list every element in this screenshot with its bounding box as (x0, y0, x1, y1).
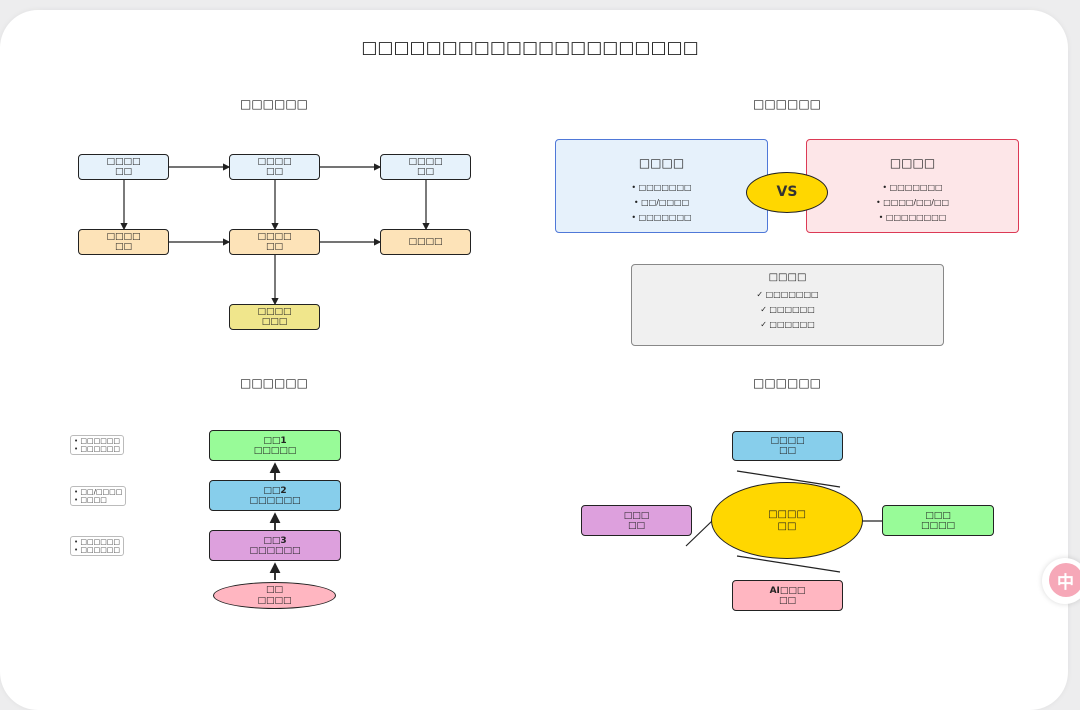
layer-note: • □□□□□□ • □□□□□□ (70, 435, 125, 455)
hub-node-bottom: AI□□□ □□ (732, 580, 843, 611)
connector-layer (120, 163, 883, 580)
hub-node-label: □□ (778, 446, 796, 456)
compare-left-item: • □□□□□□□ (631, 213, 692, 222)
layer-note-line: • □□□□□□ (74, 437, 121, 445)
compare-left-title: □□□□ (638, 156, 685, 170)
hub-connector (736, 555, 841, 573)
flow-node: □□□□ □□ (229, 154, 320, 180)
flow-node-label: □□□□ (408, 237, 443, 247)
layer-base: □□ □□□□ (213, 582, 336, 609)
layer-box: □□1 □□□□□ (209, 430, 341, 461)
diagram-card (0, 10, 1068, 710)
layer-note-line: • □□□□□□ (74, 538, 121, 546)
layer-note: • □□□□□□ • □□□□□□ (70, 536, 125, 556)
section-title-flow: □□□□□□ (239, 97, 309, 111)
translate-button[interactable]: 中 (1042, 558, 1080, 604)
flow-node: □□□□ □□ (78, 154, 169, 180)
hub-center-label: □□□□ (768, 508, 806, 520)
section-title-hub: □□□□□□ (752, 376, 822, 390)
flow-node-label: □□□□ (408, 157, 443, 167)
compare-right-item: • □□□□□□□□ (878, 213, 947, 222)
hub-node-left: □□□ □□ (581, 505, 692, 536)
flow-node: □□□□ □□□ (229, 304, 320, 330)
hub-connector (685, 520, 713, 547)
layer-base-label: □□□□ (257, 595, 292, 606)
flow-node-label: □□ (114, 167, 132, 177)
flow-node: □□□□ □□ (229, 229, 320, 255)
compare-summary-title: □□□□ (768, 272, 807, 283)
hub-node-label: □□□□ (770, 436, 805, 446)
section-title-layers: □□□□□□ (239, 376, 309, 390)
compare-summary-item: ✓ □□□□□□□ (756, 290, 819, 299)
compare-right-item: • □□□□□□□ (882, 183, 943, 192)
section-title-compare: □□□□□□ (752, 97, 822, 111)
layer-label: □□3 (263, 535, 287, 546)
page-title: □□□□□□□□□□□□□□□□□□□□□ (361, 38, 699, 58)
layer-label: □□□□□ (253, 445, 297, 456)
hub-node-label: □□□□ (920, 520, 955, 531)
hub-node-label: □□□ (623, 510, 650, 521)
layer-note-line: • □□□□ (74, 496, 107, 504)
layer-label: □□1 (263, 435, 287, 446)
flow-node-label: □□□□ (106, 157, 141, 167)
compare-summary-item: ✓ □□□□□□ (760, 320, 815, 329)
hub-node-right: □□□ □□□□ (882, 505, 994, 536)
layer-base-label: □□ (265, 584, 283, 595)
compare-left-panel: □□□□ • □□□□□□□ • □□/□□□□ • □□□□□□□ (555, 139, 768, 233)
hub-node-label: □□ (627, 520, 645, 531)
hub-center: □□□□ □□ (711, 482, 863, 559)
hub-node-label: □□□ (925, 510, 951, 521)
layer-box: □□3 □□□□□□ (209, 530, 341, 561)
compare-summary-panel: □□□□ ✓ □□□□□□□ ✓ □□□□□□ ✓ □□□□□□ (631, 264, 944, 346)
compare-left-item: • □□□□□□□ (631, 183, 692, 192)
compare-summary-item: ✓ □□□□□□ (760, 305, 815, 314)
layer-note-line: • □□/□□□□ (74, 488, 123, 496)
layer-note: • □□/□□□□ • □□□□ (70, 486, 127, 506)
flow-node-label: □□□□ (106, 232, 141, 242)
hub-connector (736, 470, 841, 488)
flow-node-label: □□□□ (257, 157, 292, 167)
compare-right-item: • □□□□/□□/□□ (875, 198, 950, 207)
flow-node: □□□□ □□ (78, 229, 169, 255)
hub-node-label: AI□□□ (769, 585, 806, 596)
flow-node-label: □□ (114, 242, 132, 252)
vs-badge: VS (746, 172, 828, 213)
compare-right-panel: □□□□ • □□□□□□□ • □□□□/□□/□□ • □□□□□□□□ (806, 139, 1019, 233)
flow-node-label: □□ (416, 167, 434, 177)
compare-left-item: • □□/□□□□ (633, 198, 690, 207)
hub-node-top: □□□□ □□ (732, 431, 843, 461)
layer-label: □□□□□□ (249, 495, 301, 506)
hub-center-label: □□ (777, 520, 797, 532)
compare-right-title: □□□□ (889, 156, 936, 170)
flow-node-label: □□□ (261, 317, 288, 327)
translate-icon: 中 (1049, 563, 1080, 597)
flow-node-label: □□□□ (257, 307, 292, 317)
flow-node-label: □□□□ (257, 232, 292, 242)
flow-node: □□□□ (380, 229, 471, 255)
hub-node-label: □□ (778, 595, 796, 606)
layer-box: □□2 □□□□□□ (209, 480, 341, 511)
layer-label: □□2 (263, 485, 287, 496)
layer-note-line: • □□□□□□ (74, 445, 121, 453)
flow-node-label: □□ (265, 242, 283, 252)
flow-node-label: □□ (265, 167, 283, 177)
layer-note-line: • □□□□□□ (74, 546, 121, 554)
flow-node: □□□□ □□ (380, 154, 471, 180)
layer-label: □□□□□□ (249, 545, 301, 556)
